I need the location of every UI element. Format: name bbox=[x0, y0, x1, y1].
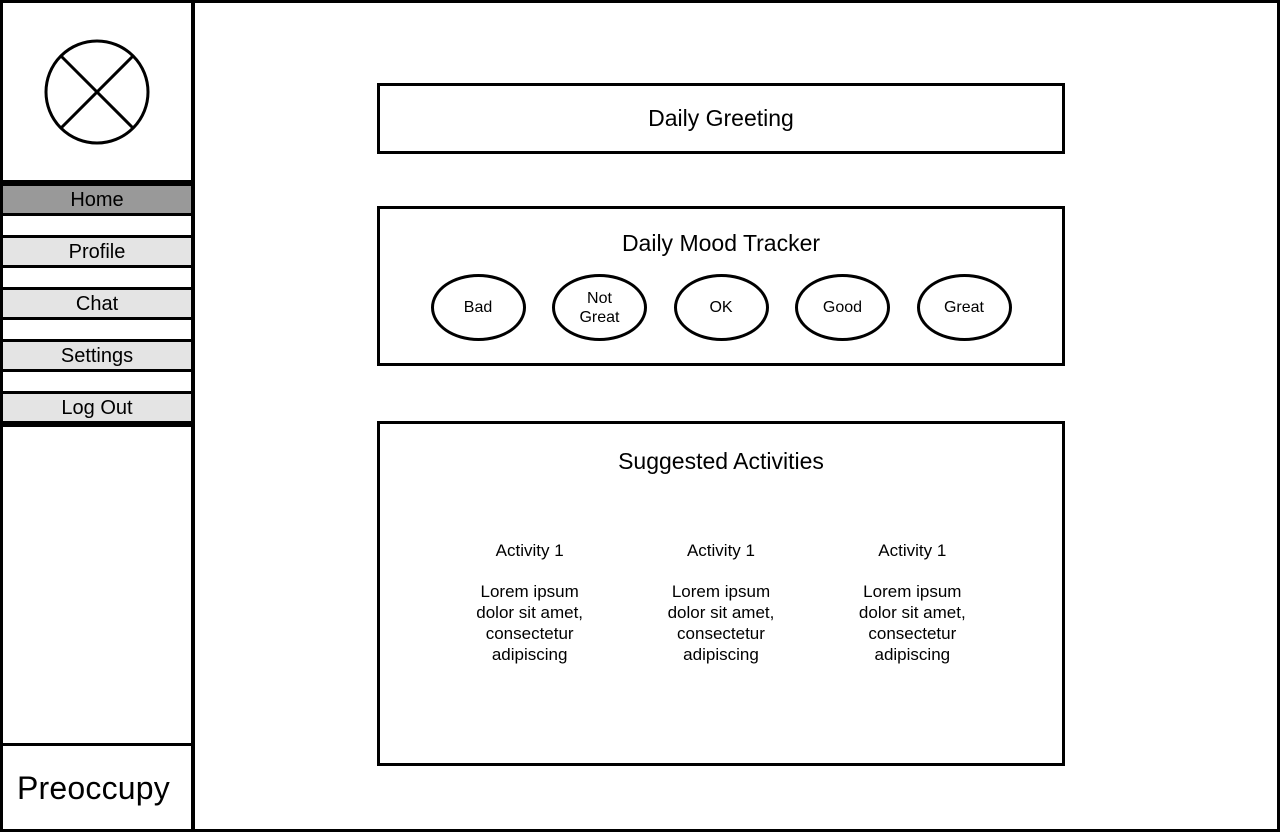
sidebar-item-log-out[interactable]: Log Out bbox=[3, 391, 191, 424]
sidebar-item-profile[interactable]: Profile bbox=[3, 235, 191, 268]
image-placeholder-icon bbox=[44, 39, 150, 144]
mood-options-row: Bad Not Great OK Good Great bbox=[380, 274, 1062, 341]
activity-body: Lorem ipsum dolor sit amet, consectetur … bbox=[667, 582, 775, 664]
sidebar-item-settings[interactable]: Settings bbox=[3, 339, 191, 372]
mood-option-bad[interactable]: Bad bbox=[430, 274, 526, 341]
activity-body: Lorem ipsum dolor sit amet, consectetur … bbox=[476, 582, 584, 664]
sidebar-item-chat[interactable]: Chat bbox=[3, 287, 191, 320]
daily-greeting-card: Daily Greeting bbox=[377, 83, 1065, 154]
mood-option-ok[interactable]: OK bbox=[673, 274, 769, 341]
sidebar-item-label: Home bbox=[70, 188, 124, 211]
suggested-activities-card: Suggested Activities Activity 1 Lorem ip… bbox=[377, 421, 1065, 766]
sidebar: Home Profile Chat Settings Log Out Preoc… bbox=[3, 3, 195, 829]
brand-name: Preoccupy bbox=[3, 743, 191, 829]
activity-title: Activity 1 bbox=[878, 541, 947, 560]
sidebar-spacer bbox=[3, 427, 191, 743]
mood-option-great[interactable]: Great bbox=[916, 274, 1012, 341]
activity-card[interactable]: Activity 1 Lorem ipsum dolor sit amet, c… bbox=[450, 542, 610, 665]
mood-tracker-title: Daily Mood Tracker bbox=[621, 230, 821, 256]
activity-body: Lorem ipsum dolor sit amet, consectetur … bbox=[858, 582, 966, 664]
activity-title: Activity 1 bbox=[686, 541, 755, 560]
daily-greeting-title: Daily Greeting bbox=[648, 105, 794, 131]
daily-mood-tracker-card: Daily Mood Tracker Bad Not Great OK Good… bbox=[377, 206, 1065, 366]
mood-option-good[interactable]: Good bbox=[795, 274, 890, 341]
main-content: Daily Greeting Daily Mood Tracker Bad No… bbox=[199, 3, 1277, 829]
activities-row: Activity 1 Lorem ipsum dolor sit amet, c… bbox=[380, 542, 1062, 665]
activity-card[interactable]: Activity 1 Lorem ipsum dolor sit amet, c… bbox=[641, 542, 801, 665]
sidebar-item-label: Log Out bbox=[61, 396, 133, 419]
sidebar-nav: Home Profile Chat Settings Log Out bbox=[3, 183, 191, 427]
logo-area bbox=[3, 3, 191, 183]
suggested-activities-title: Suggested Activities bbox=[618, 448, 824, 474]
sidebar-item-label: Settings bbox=[60, 344, 134, 367]
mood-option-not-great[interactable]: Not Great bbox=[552, 274, 647, 341]
sidebar-item-label: Profile bbox=[68, 240, 126, 263]
activity-title: Activity 1 bbox=[495, 541, 564, 560]
sidebar-item-label: Chat bbox=[75, 292, 119, 315]
activity-card[interactable]: Activity 1 Lorem ipsum dolor sit amet, c… bbox=[832, 542, 992, 665]
sidebar-item-home[interactable]: Home bbox=[3, 183, 191, 216]
